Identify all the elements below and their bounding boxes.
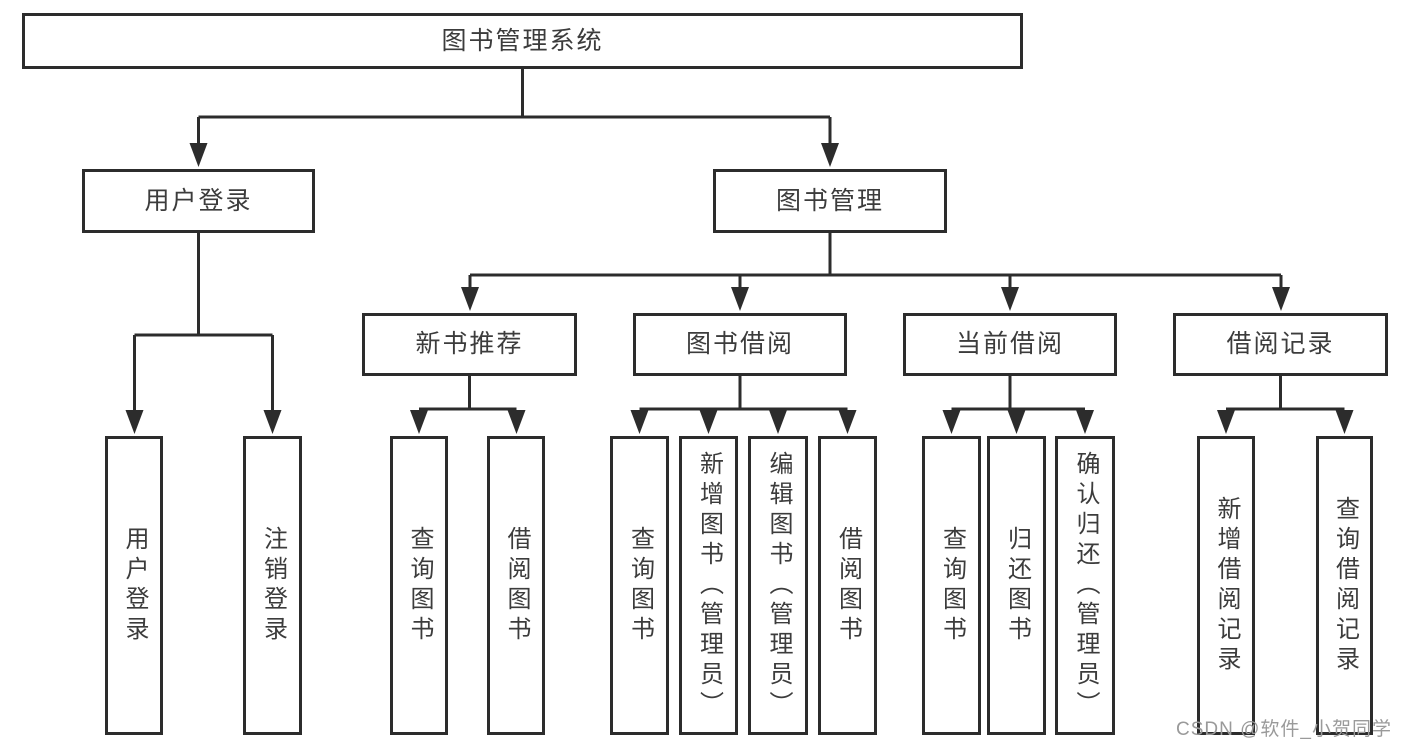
leaf-query-books-recommend: 查询图书 xyxy=(390,436,448,735)
leaf-return-books: 归还图书 xyxy=(987,436,1046,735)
node-user-login: 用户登录 xyxy=(82,169,315,233)
csdn-watermark: CSDN @软件_小贺同学 xyxy=(1176,719,1392,740)
leaf-user-login: 用户登录 xyxy=(105,436,163,735)
leaf-query-borrow-record: 查询借阅记录 xyxy=(1316,436,1373,735)
arrowhead-icons xyxy=(125,143,1354,434)
node-book-borrow: 图书借阅 xyxy=(633,313,847,376)
node-book-management: 图书管理 xyxy=(713,169,947,233)
leaf-add-books-admin: 新增图书（管理员） xyxy=(679,436,738,735)
leaf-add-borrow-record: 新增借阅记录 xyxy=(1197,436,1255,735)
leaf-borrow-books: 借阅图书 xyxy=(818,436,877,735)
leaf-logout: 注销登录 xyxy=(243,436,302,735)
node-library-system: 图书管理系统 xyxy=(22,13,1023,69)
leaf-confirm-return-admin: 确认归还（管理员） xyxy=(1055,436,1115,735)
leaf-query-books-current: 查询图书 xyxy=(922,436,981,735)
leaf-borrow-books-recommend: 借阅图书 xyxy=(487,436,545,735)
node-new-book-recommend: 新书推荐 xyxy=(362,313,577,376)
node-borrow-records: 借阅记录 xyxy=(1173,313,1388,376)
node-current-borrow: 当前借阅 xyxy=(903,313,1117,376)
leaf-edit-books-admin: 编辑图书（管理员） xyxy=(748,436,808,735)
connector-stems xyxy=(133,69,1345,412)
leaf-query-books-borrow: 查询图书 xyxy=(610,436,669,735)
